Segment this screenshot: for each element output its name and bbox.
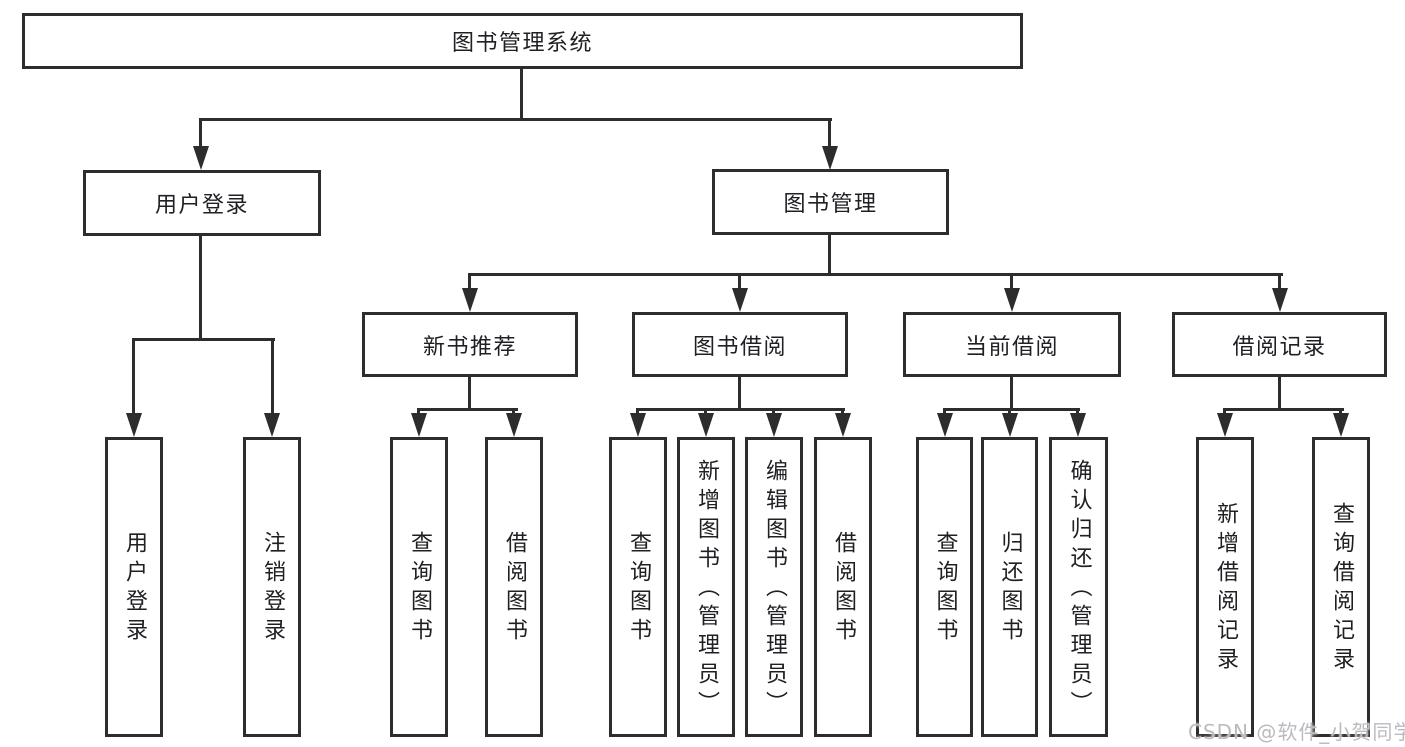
connector-line — [738, 273, 741, 290]
node-leaf-br-add-record: 新增借阅记录 — [1196, 437, 1254, 737]
connector-line — [636, 408, 639, 416]
arrow-down-icon — [1004, 288, 1020, 312]
node-leaf-bb-edit-books-admin: 编辑图书（管理员） — [745, 437, 803, 737]
arrow-down-icon — [822, 146, 838, 170]
connector-line — [828, 118, 831, 148]
connector-line — [1008, 408, 1011, 416]
connector-line — [772, 408, 775, 416]
node-leaf-user-login: 用户登录 — [105, 437, 163, 737]
arrow-down-icon — [1002, 413, 1018, 437]
connector-line — [1223, 408, 1344, 411]
arrow-down-icon — [1333, 413, 1349, 437]
node-borrow-records: 借阅记录 — [1172, 312, 1387, 377]
arrow-down-icon — [264, 413, 280, 437]
connector-line — [417, 408, 518, 411]
arrow-down-icon — [193, 146, 209, 170]
connector-line — [1278, 273, 1281, 290]
node-root: 图书管理系统 — [22, 13, 1023, 69]
arrow-down-icon — [126, 413, 142, 437]
connector-line — [1223, 408, 1226, 416]
connector-line — [943, 408, 946, 416]
node-leaf-br-query-record: 查询借阅记录 — [1312, 437, 1370, 737]
node-leaf-nb-borrow-books: 借阅图书 — [485, 437, 543, 737]
watermark: CSDN @软件_小贺同学 — [1188, 720, 1405, 744]
node-leaf-logout: 注销登录 — [243, 437, 301, 737]
arrow-down-icon — [411, 413, 427, 437]
arrow-down-icon — [1217, 413, 1233, 437]
connector-line — [417, 408, 420, 416]
connector-line — [199, 236, 202, 340]
arrow-down-icon — [1070, 413, 1086, 437]
node-leaf-cb-query-books: 查询图书 — [916, 437, 973, 737]
connector-line — [271, 338, 274, 415]
connector-line — [468, 273, 471, 290]
node-leaf-bb-query-books: 查询图书 — [609, 437, 667, 737]
connector-line — [636, 408, 845, 411]
arrow-down-icon — [462, 288, 478, 312]
node-current-borrow: 当前借阅 — [903, 312, 1121, 377]
connector-line — [520, 69, 523, 118]
arrow-down-icon — [766, 413, 782, 437]
connector-line — [199, 118, 832, 121]
connector-line — [512, 408, 515, 416]
node-leaf-bb-borrow-books: 借阅图书 — [814, 437, 872, 737]
node-leaf-cb-confirm-return-admin: 确认归还（管理员） — [1049, 437, 1108, 737]
arrow-down-icon — [698, 413, 714, 437]
arrow-down-icon — [937, 413, 953, 437]
arrow-down-icon — [506, 413, 522, 437]
connector-line — [199, 118, 202, 148]
connector-line — [468, 377, 471, 410]
node-new-book-recommend: 新书推荐 — [362, 312, 578, 377]
arrow-down-icon — [835, 413, 851, 437]
connector-line — [1339, 408, 1342, 416]
connector-line — [1278, 377, 1281, 410]
connector-line — [841, 408, 844, 416]
connector-line — [704, 408, 707, 416]
connector-line — [1076, 408, 1079, 416]
arrow-down-icon — [630, 413, 646, 437]
node-user-login: 用户登录 — [83, 170, 321, 236]
connector-line — [1010, 273, 1013, 290]
arrow-down-icon — [732, 288, 748, 312]
node-leaf-cb-return-books: 归还图书 — [981, 437, 1038, 737]
node-leaf-nb-query-books: 查询图书 — [390, 437, 448, 737]
arrow-down-icon — [1272, 288, 1288, 312]
connector-line — [828, 235, 831, 275]
connector-line — [738, 377, 741, 410]
connector-line — [468, 273, 1283, 276]
connector-line — [943, 408, 1080, 411]
connector-line — [1010, 377, 1013, 410]
connector-line — [132, 338, 275, 341]
connector-line — [132, 338, 135, 415]
node-leaf-bb-add-books-admin: 新增图书（管理员） — [677, 437, 735, 737]
node-book-borrow: 图书借阅 — [632, 312, 848, 377]
node-book-management: 图书管理 — [712, 169, 949, 235]
